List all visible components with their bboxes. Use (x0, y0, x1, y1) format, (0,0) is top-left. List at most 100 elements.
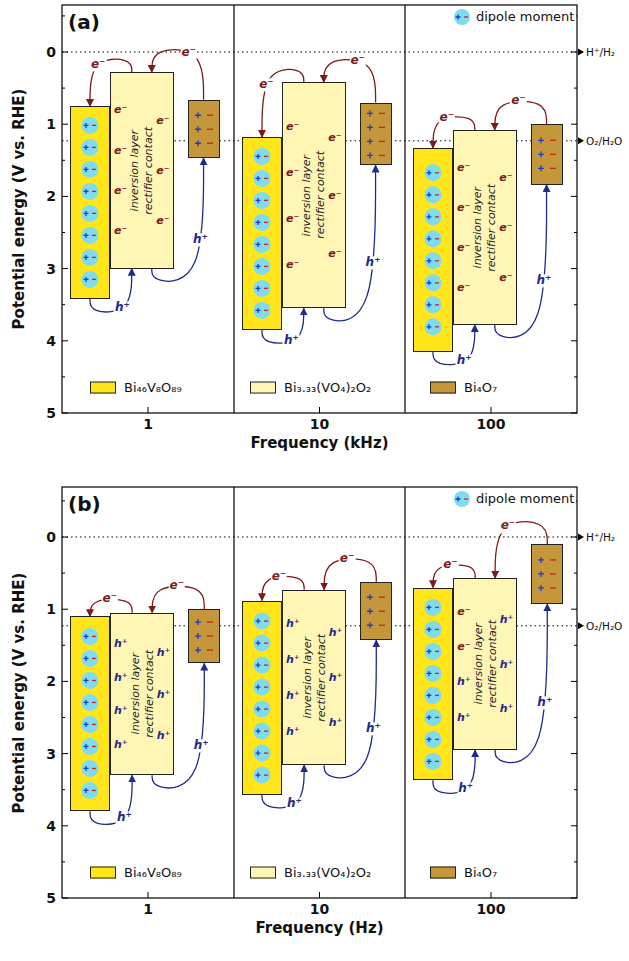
charge-carrier: e⁻ (286, 121, 299, 132)
carrier-column: e⁻e⁻e⁻e⁻ (114, 75, 127, 265)
axis-tick (491, 407, 492, 413)
charge-carrier: h⁺ (500, 614, 514, 625)
axis-tick (571, 413, 577, 414)
carrier-column: h⁺h⁺h⁺ (157, 616, 171, 772)
layer-name: rectifier contact (485, 184, 498, 272)
category-label: 10 (310, 416, 329, 432)
charge-carrier: e⁻ (457, 606, 470, 617)
legend-item: dipole moment (474, 492, 576, 507)
oxide-box (188, 100, 220, 158)
axis-tick (571, 609, 577, 610)
charge-carrier: h⁺ (286, 690, 300, 701)
charge-pattern (189, 101, 219, 157)
charge-carrier: h⁺ (457, 676, 471, 687)
axis-tick (491, 892, 492, 898)
plot-frame (62, 487, 577, 898)
carrier-column: h⁺h⁺h⁺ (329, 593, 343, 762)
tick-label: 2 (46, 188, 56, 204)
axis-tick (62, 413, 68, 414)
category-label: 1 (143, 416, 153, 432)
oxide-box (531, 544, 563, 604)
axis-tick (571, 340, 577, 341)
charge-carrier: h⁺ (114, 739, 128, 750)
tick-label: 5 (46, 890, 56, 906)
legend-item: Bi₄O₇ (430, 866, 499, 881)
axis-tick (574, 304, 577, 305)
legend-text: Bi₄O₇ (462, 866, 499, 881)
arrow-label: h⁺ (365, 722, 382, 735)
separator (233, 5, 234, 413)
legend-text: Bi₃.₃₃(VO₄)₂O₂ (282, 866, 373, 881)
axis-tick (574, 232, 577, 233)
axis-tick (62, 15, 65, 16)
layer-name: rectifier contact (315, 634, 328, 722)
axis-tick (574, 645, 577, 646)
dipole-pattern (243, 602, 281, 794)
arrow-label: h⁺ (192, 233, 209, 246)
separator (404, 487, 405, 898)
charge-carrier: h⁺ (329, 672, 343, 683)
charge-carrier: e⁻ (156, 115, 169, 126)
axis-tick (574, 789, 577, 790)
carrier-column: e⁻e⁻e⁻ (328, 85, 341, 305)
legend-item: Bi₄O₇ (430, 381, 499, 396)
axis-title: Potential energy (V vs. RHE) (11, 572, 28, 813)
axis-tick (148, 407, 149, 413)
carrier-column: e⁻e⁻e⁻ (156, 75, 169, 265)
charge-carrier: h⁺ (286, 726, 300, 737)
level-label: H⁺/H₂ (586, 531, 615, 543)
axis-title: Potential energy (V vs. RHE) (11, 89, 28, 330)
charge-carrier: e⁻ (156, 165, 169, 176)
axis-tick (62, 717, 65, 718)
layer-name: rectifier contact (486, 620, 499, 708)
legend-swatch (250, 867, 276, 879)
dipole-layer-box (413, 148, 453, 352)
axis-tick (571, 52, 577, 53)
level-label: O₂/H₂O (586, 135, 622, 147)
charge-carrier: e⁻ (457, 162, 470, 173)
layer-name: rectifier contact (314, 151, 327, 239)
charge-carrier: h⁺ (286, 618, 300, 629)
arrow-label: e⁻ (442, 559, 458, 572)
dipole-layer-box (70, 106, 110, 299)
carrier-column: e⁻e⁻e⁻e⁻ (457, 133, 470, 322)
tick-label: 5 (46, 405, 56, 421)
axis-tick (62, 88, 65, 89)
arrow-label: h⁺ (365, 256, 382, 269)
axis-tick (62, 268, 68, 269)
panel-label: (a) (68, 11, 100, 34)
arrow-label: h⁺ (457, 782, 474, 795)
legend-swatch (250, 382, 276, 394)
layer-name: rectifier contact (142, 127, 155, 215)
legend-text: dipole moment (474, 10, 576, 25)
arrow-label: e⁻ (350, 54, 366, 67)
carrier-column: h⁺h⁺h⁺h⁺ (286, 593, 300, 762)
arrow-label: e⁻ (258, 79, 274, 92)
axis-tick (574, 88, 577, 89)
layer-name: inversion layer (471, 187, 484, 268)
charge-pattern (532, 545, 562, 603)
category-label: 100 (476, 416, 505, 432)
axis-tick (571, 537, 577, 538)
arrow-label: e⁻ (510, 95, 526, 108)
legend-text: Bi₃.₃₃(VO₄)₂O₂ (282, 381, 373, 396)
axis-tick (62, 825, 68, 826)
axis-tick (62, 645, 65, 646)
category-label: 10 (310, 901, 329, 917)
legend-text: Bi₄O₇ (462, 381, 499, 396)
charge-carrier: e⁻ (499, 222, 512, 233)
junction-box: h⁺h⁺h⁺h⁺inversion layerrectifier contact… (282, 590, 346, 765)
arrow-label: h⁺ (114, 301, 131, 314)
arrow-label: e⁻ (271, 570, 287, 583)
tick-label: 1 (46, 116, 56, 132)
charge-carrier: e⁻ (457, 202, 470, 213)
axis-tick (62, 500, 65, 501)
arrow-label: e⁻ (439, 112, 455, 125)
axis-tick (574, 717, 577, 718)
arrow-label: h⁺ (283, 335, 300, 348)
charge-carrier: h⁺ (114, 705, 128, 716)
tick-label: 3 (46, 746, 56, 762)
axis-tick (62, 681, 68, 682)
charge-carrier: e⁻ (286, 213, 299, 224)
